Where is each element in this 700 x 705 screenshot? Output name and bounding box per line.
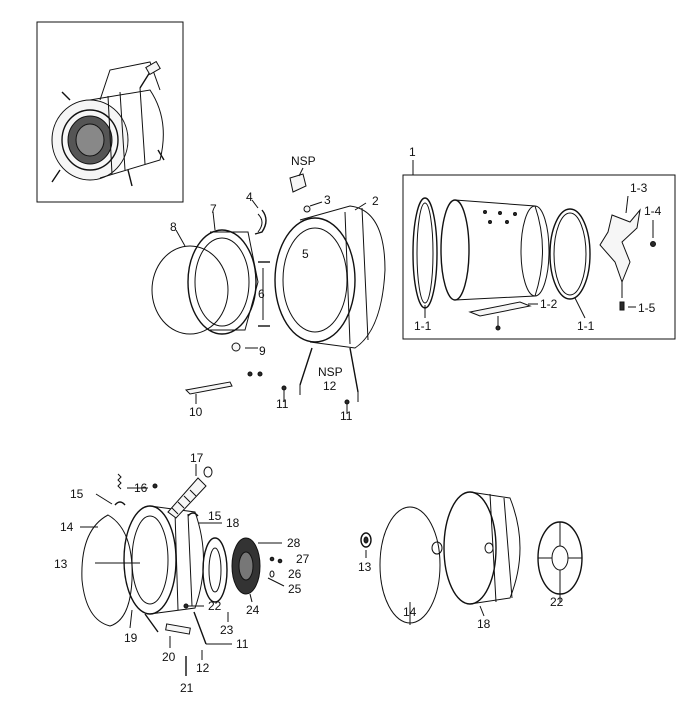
label-8: 8 — [170, 220, 177, 234]
label-1-1-right: 1-1 — [577, 319, 595, 333]
label-21: 21 — [180, 681, 194, 695]
assembly-inset — [36, 21, 184, 203]
label-7: 7 — [210, 202, 217, 216]
part-4-hose-fitting — [251, 199, 267, 235]
part-1-drum — [440, 199, 550, 301]
nsp-top-part — [289, 167, 307, 193]
part-22-bolt-left — [183, 603, 204, 609]
label-15-left: 15 — [70, 487, 84, 501]
label-11-left: 11 — [276, 397, 289, 411]
part-15-clip-right — [187, 512, 199, 517]
part-7-front-ring — [187, 211, 259, 335]
label-16: 16 — [134, 481, 148, 495]
label-23: 23 — [220, 623, 234, 637]
part-15-clip-left — [95, 493, 126, 506]
label-nsp-mid: NSP — [318, 365, 343, 379]
assembled-tub-illustration — [51, 60, 165, 187]
part-19-20-21-feet — [129, 609, 232, 676]
label-20: 20 — [162, 650, 176, 664]
part-22-flange-right — [537, 521, 583, 602]
group-1-frame — [402, 174, 676, 340]
part-3-clip — [303, 201, 323, 213]
label-26: 26 — [288, 567, 302, 581]
callout-labels: NSP NSP 1 1-1 1-1 1-2 1-3 1-4 1-5 2 3 4 … — [54, 145, 662, 695]
part-14-gasket-left — [80, 514, 133, 627]
label-12: 12 — [323, 379, 337, 393]
label-4: 4 — [246, 190, 253, 204]
label-28: 28 — [287, 536, 301, 550]
part-6-bolts — [258, 261, 270, 327]
inset-frame — [36, 21, 184, 203]
label-12-bottom: 12 — [196, 661, 210, 675]
label-13-left: 13 — [54, 557, 68, 571]
part-9-nut — [231, 342, 258, 352]
label-14-left: 14 — [60, 520, 74, 534]
part-10-bracket — [184, 381, 233, 404]
part-24-motor — [231, 537, 261, 603]
label-17: 17 — [190, 451, 204, 465]
part-17-hose — [167, 464, 213, 519]
label-14-right: 14 — [403, 605, 417, 619]
label-18-left: 18 — [226, 516, 240, 530]
label-22-right: 22 — [550, 595, 564, 609]
label-27: 27 — [296, 552, 310, 566]
part-1-1-left-ring — [412, 197, 438, 318]
label-1-3: 1-3 — [630, 181, 648, 195]
label-1-1-left: 1-1 — [414, 319, 432, 333]
part-12-legs — [299, 347, 359, 402]
label-1-2: 1-2 — [540, 297, 558, 311]
label-11-bottom: 11 — [236, 637, 249, 651]
label-18-right: 18 — [477, 617, 491, 631]
part-11-screws — [281, 385, 350, 414]
part-1-5-bolt — [619, 301, 636, 311]
label-5: 5 — [302, 247, 309, 261]
part-25-26-27-fasteners — [267, 556, 285, 587]
small-fasteners — [247, 371, 263, 377]
label-1-5: 1-5 — [638, 301, 656, 315]
label-1: 1 — [409, 145, 416, 159]
label-11-right: 11 — [340, 409, 353, 423]
part-13-seal-right — [360, 532, 372, 558]
label-3: 3 — [324, 193, 331, 207]
label-22-left: 22 — [208, 599, 222, 613]
part-14-gasket-right — [379, 506, 441, 625]
part-23-pulley — [202, 537, 229, 622]
label-13-right: 13 — [358, 560, 372, 574]
label-25: 25 — [288, 582, 302, 596]
part-2-tub — [274, 202, 386, 349]
label-6: 6 — [258, 287, 265, 301]
part-1-1-right-ring — [549, 208, 591, 319]
part-13-rear-tub — [95, 505, 204, 615]
label-15-right: 15 — [208, 509, 222, 523]
label-1-4: 1-4 — [644, 204, 662, 218]
part-1-4-bolt — [650, 220, 656, 247]
part-1-3-spider-flange — [599, 195, 641, 298]
label-10: 10 — [189, 405, 203, 419]
label-24: 24 — [246, 603, 260, 617]
part-18-rear-tub — [431, 491, 521, 617]
label-9: 9 — [259, 344, 266, 358]
label-2: 2 — [372, 194, 379, 208]
part-16-spring — [117, 473, 158, 490]
part-1-2-lifter — [468, 301, 538, 331]
label-nsp-top: NSP — [291, 154, 316, 168]
part-8-gasket — [151, 229, 229, 335]
label-19: 19 — [124, 631, 138, 645]
